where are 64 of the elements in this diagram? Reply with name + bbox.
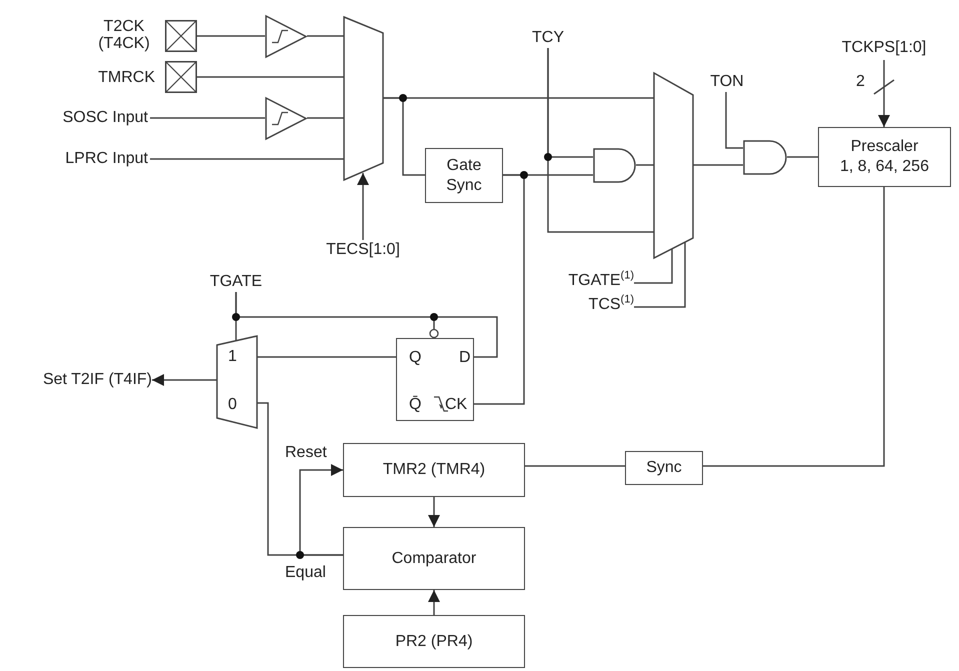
block-box [625,451,703,485]
signal-label: TGATE$^{(1)}$ [530,271,634,295]
signal-label: TECS[1:0] [312,240,414,262]
wire [197,35,265,37]
wire [634,249,673,284]
input-label: 1 [228,348,237,366]
wire [547,48,654,233]
block-label: TMR2 (TMR4) [382,460,486,480]
pin-label: Q [409,349,422,367]
block-label: Prescaler [850,137,918,157]
wire [636,164,654,166]
schmitt-buffer-symbol [265,97,307,140]
signal-label: TMRCK [98,69,155,86]
signal-label: TON [706,72,748,92]
wire [634,242,686,308]
signal-label: LPRC Input [50,149,148,169]
block-label: Comparator [392,548,476,568]
wire [307,117,344,119]
pin-label: D [459,349,471,367]
wire [725,92,743,149]
arrow [878,60,890,127]
wire [257,402,343,556]
wire [474,174,525,405]
arrow [428,590,440,615]
wire [150,158,344,160]
input-label: 0 [228,396,237,414]
wire [150,117,265,119]
schmitt-buffer-symbol [265,15,307,58]
signal-label: T2CK (T4CK) [97,18,151,52]
block-box [425,148,503,203]
and-gate-symbol [593,148,636,183]
wire [383,97,425,176]
signal-label: TGATE [200,272,272,292]
signal-label: Set T2IF (T4IF) [12,370,152,390]
block-label: Gate Sync [445,156,483,196]
wire [257,356,396,358]
block-label: Sync [646,458,682,478]
signal-label: Equal [285,564,326,581]
signal-label: TCY [530,28,566,48]
pin-label: CK [445,396,468,414]
multiplexer-symbol [217,336,257,428]
block-box [818,127,951,187]
and-gate-symbol [743,140,787,175]
arrow [428,497,440,527]
wire [525,465,625,467]
block-box [343,615,525,668]
signal-label: TCS$^{(1)}$ [550,295,634,319]
arrow [152,374,217,386]
signal-label: Reset [285,444,327,461]
block-label: PR2 (PR4) [395,632,473,652]
flip-flop-box [396,338,474,421]
wire [693,164,743,166]
signal-label: SOSC Input [50,108,148,128]
signal-label: TCKPS[1:0] [828,38,940,60]
wire [235,291,498,358]
wire [197,76,344,78]
wire [307,35,344,37]
multiplexer-symbol [344,17,383,180]
pin-label: Q̄ [409,396,422,414]
wire [787,156,818,158]
multiplexer-symbol [654,73,693,258]
wire [703,187,885,467]
arrow [357,173,369,240]
block-label: 1, 8, 64, 256 [840,157,929,177]
